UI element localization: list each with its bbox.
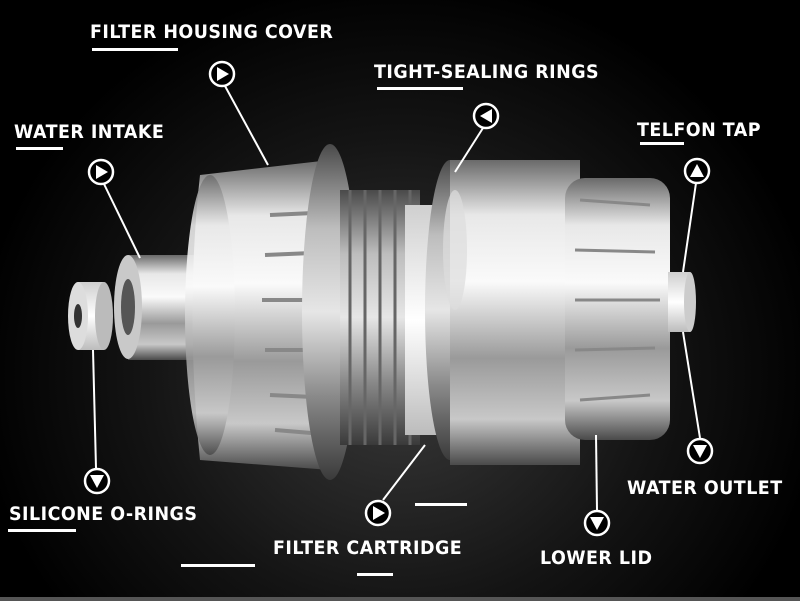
telfon-tap-part xyxy=(668,272,696,332)
underline xyxy=(8,529,76,532)
label-tight-sealing-rings: TIGHT-SEALING RINGS xyxy=(374,61,600,83)
underline xyxy=(640,142,684,145)
underline xyxy=(415,503,467,506)
underline xyxy=(92,48,178,51)
arrow-right-icon xyxy=(364,499,392,527)
label-filter-housing-cover: FILTER HOUSING COVER xyxy=(90,21,334,43)
label-water-outlet: WATER OUTLET xyxy=(627,477,783,499)
arrow-up-icon xyxy=(683,157,711,185)
silicone-o-ring-part xyxy=(68,282,113,350)
arrow-down-icon xyxy=(583,509,611,537)
label-lower-lid: LOWER LID xyxy=(540,547,653,569)
underline xyxy=(16,147,63,150)
arrow-down-icon xyxy=(686,437,714,465)
label-telfon-tap: TELFON TAP xyxy=(637,119,762,141)
filter-housing-cover-part xyxy=(185,160,336,470)
underline xyxy=(181,564,255,567)
label-silicone-o-rings: SILICONE O-RINGS xyxy=(9,503,198,525)
label-water-intake: WATER INTAKE xyxy=(14,121,165,143)
label-filter-cartridge: FILTER CARTRIDGE xyxy=(273,537,463,559)
arrow-right-icon xyxy=(87,158,115,186)
upper-section-part xyxy=(425,160,580,465)
lower-lid-part xyxy=(565,178,670,440)
bottom-border xyxy=(0,597,800,601)
underline xyxy=(357,573,393,576)
underline xyxy=(377,87,463,90)
arrow-down-icon xyxy=(83,467,111,495)
arrow-right-icon xyxy=(208,60,236,88)
leader-lines xyxy=(92,85,701,511)
arrow-left-icon xyxy=(472,102,500,130)
